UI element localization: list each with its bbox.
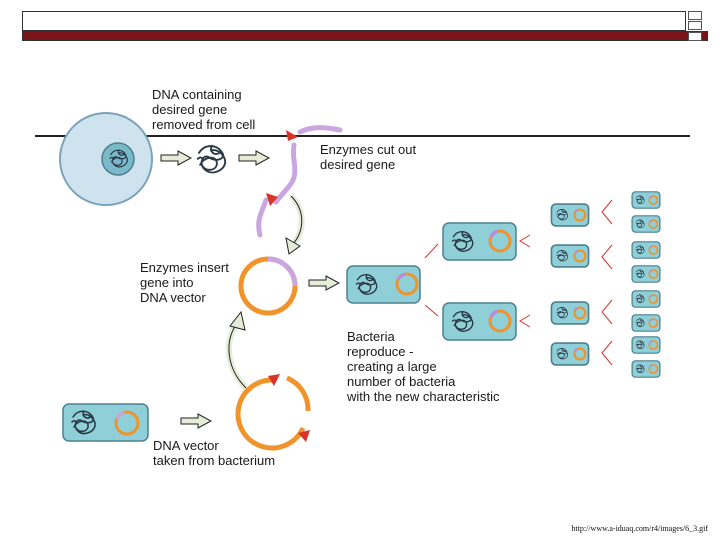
arrow-icon: [180, 413, 212, 429]
header-corner-box: [688, 11, 702, 20]
header-accent-band: [22, 31, 708, 41]
cut-plasmid: [235, 374, 311, 451]
recombinant-plasmid: [238, 256, 298, 316]
enzyme-icon: [266, 193, 278, 206]
source-bacterium: [62, 403, 149, 442]
extracted-dna: [196, 144, 227, 174]
bacteria-gen3: [632, 192, 660, 377]
label-dna-removed: DNA containing desired gene removed from…: [152, 87, 256, 132]
label-bacteria-reproduce: Bacteria reproduce - creating a large nu…: [347, 329, 500, 404]
enzyme-icon: [268, 374, 280, 386]
bacteria-gen2: [551, 204, 588, 365]
header-corner-box: [688, 32, 702, 41]
enzyme-icon: [298, 430, 310, 442]
arrow-icon: [160, 150, 192, 166]
divider-line: [35, 135, 690, 137]
arrow-icon: [238, 150, 270, 166]
arrow-icon: [308, 275, 340, 291]
label-enzymes-insert: Enzymes insert gene into DNA vector: [140, 260, 229, 305]
curved-arrow-icon: [225, 310, 249, 391]
daughter-bacterium: [442, 222, 517, 261]
label-dna-vector: DNA vector taken from bacterium: [153, 438, 276, 468]
source-url: http://www.a-iduaq.com/r4/images/6_3.gif: [571, 524, 708, 533]
curved-arrow-icon: [285, 193, 305, 255]
recombinant-bacterium: [346, 265, 421, 304]
label-enzymes-cut: Enzymes cut out desired gene: [320, 142, 417, 172]
slide-header: [22, 11, 708, 41]
header-corner-box: [688, 21, 702, 30]
enzyme-icon: [286, 130, 298, 141]
header-title-bar: [22, 11, 686, 31]
daughter-bacterium: [442, 302, 517, 341]
cut-dna-strand: [256, 125, 343, 238]
donor-cell: [59, 112, 153, 206]
